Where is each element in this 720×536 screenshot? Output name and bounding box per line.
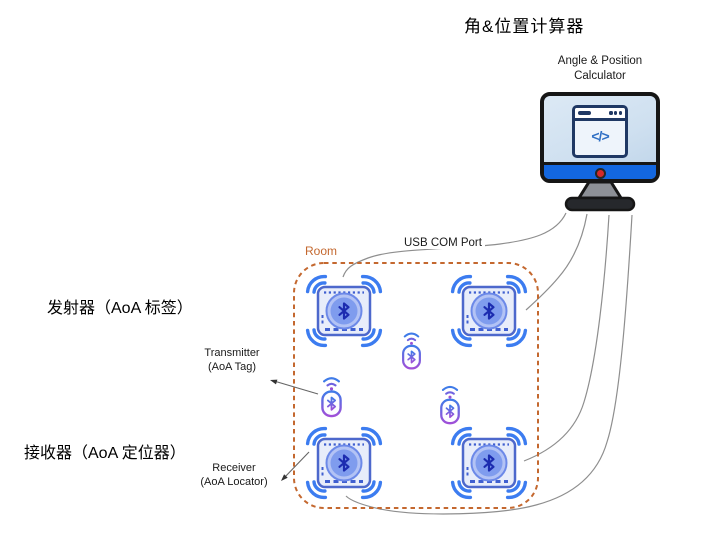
transmitter-pointer-arrowhead — [270, 379, 278, 385]
aoa-tag-icon-left — [319, 372, 344, 418]
titlebar-dots — [609, 111, 622, 115]
receiver-pointer-line — [282, 451, 310, 480]
usb-cable-bottomright — [523, 214, 610, 462]
usb-com-port-label: USB COM Port — [401, 237, 485, 249]
receiver-label-cn: 接收器（AoA 定位器） — [24, 445, 186, 462]
monitor-bottom-bar — [544, 162, 656, 179]
aoa-locator-icon-topright — [449, 274, 529, 348]
transmitter-label-en: Transmitter (AoA Tag) — [204, 347, 260, 373]
page-title: 角&位置计算器 — [464, 17, 585, 36]
aoa-tag-icon-bottom — [438, 381, 462, 425]
receiver-pointer-arrowhead — [281, 474, 288, 481]
code-window-icon: </> — [572, 105, 628, 158]
monitor-stand — [564, 181, 636, 212]
aoa-locator-icon-bottomright — [449, 426, 529, 500]
code-window-titlebar — [575, 108, 625, 121]
power-led-icon — [595, 168, 606, 179]
aoa-locator-icon-topleft — [304, 274, 384, 348]
room-boundary — [293, 262, 539, 509]
titlebar-dash — [578, 111, 591, 115]
aoa-locator-icon-bottomleft — [304, 426, 384, 500]
transmitter-label-cn: 发射器（AoA 标签） — [47, 300, 193, 317]
receiver-label-en: Receiver (AoA Locator) — [200, 462, 268, 488]
transmitter-pointer-line — [273, 380, 319, 395]
code-glyph: </> — [591, 128, 609, 144]
usb-cable-topleft — [342, 212, 567, 278]
monitor-code-icon: </> — [540, 92, 660, 183]
room-label: Room — [305, 244, 338, 258]
calculator-label: Angle & Position Calculator — [557, 55, 643, 82]
usb-cable-topright — [525, 213, 588, 311]
aoa-tag-icon-center — [400, 328, 423, 370]
